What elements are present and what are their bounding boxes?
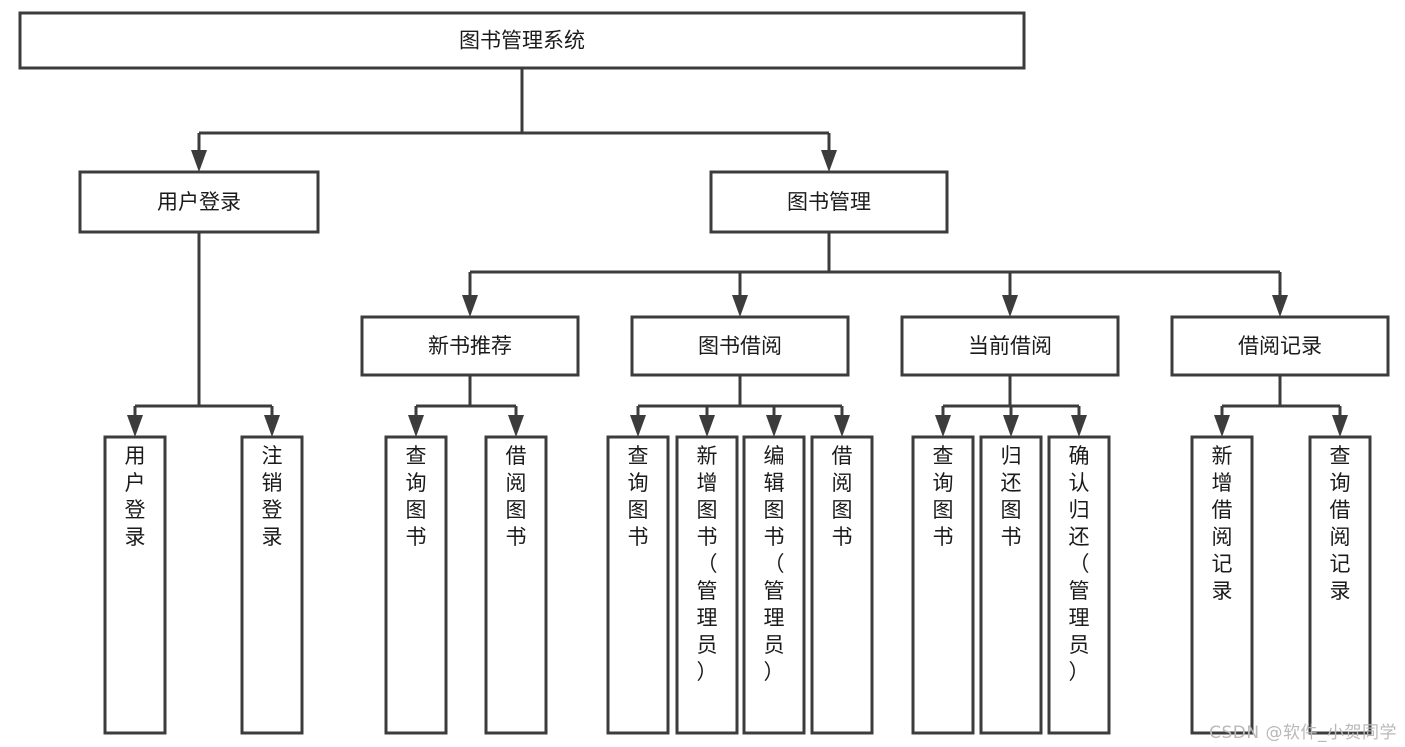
edge-arrowhead <box>821 150 837 172</box>
node-box-leaf-query-book-rec[interactable] <box>384 435 448 735</box>
node-label-leaf-add-book-admin: 新增图书（管理员） <box>697 444 718 684</box>
node-leaf-user-login[interactable]: 用户登录 <box>103 435 167 735</box>
node-leaf-confirm-return-admin[interactable]: 确认归还（管理员） <box>1047 435 1111 735</box>
node-user-login[interactable]: 用户登录 <box>78 170 320 234</box>
node-box-leaf-user-login[interactable] <box>103 435 167 735</box>
node-box-leaf-borrow-book-rec[interactable] <box>484 435 548 735</box>
node-label-leaf-query-borrow-record: 查询借阅记录 <box>1330 444 1351 603</box>
node-box-leaf-add-borrow-record[interactable] <box>1190 435 1254 735</box>
node-leaf-borrow-book[interactable]: 借阅图书 <box>810 435 874 735</box>
node-box-leaf-query-book-borrow[interactable] <box>606 435 670 735</box>
node-leaf-query-book-rec[interactable]: 查询图书 <box>384 435 448 735</box>
node-box-root[interactable] <box>18 11 1026 70</box>
node-label-leaf-user-login: 用户登录 <box>125 444 146 549</box>
node-label-leaf-borrow-book: 借阅图书 <box>832 444 853 549</box>
node-box-leaf-query-book-current[interactable] <box>911 435 975 735</box>
node-box-book-borrow[interactable] <box>630 315 850 377</box>
edge-arrowhead <box>408 415 424 437</box>
node-label-leaf-edit-book-admin: 编辑图书（管理员） <box>764 444 785 684</box>
edge-arrowhead <box>1071 415 1087 437</box>
node-leaf-return-book[interactable]: 归还图书 <box>979 435 1043 735</box>
edge-arrowhead <box>127 415 143 437</box>
edge-arrowhead <box>191 150 207 172</box>
node-box-new-book-recommend[interactable] <box>360 315 580 377</box>
node-leaf-add-borrow-record[interactable]: 新增借阅记录 <box>1190 435 1254 735</box>
node-box-borrow-record[interactable] <box>1170 315 1390 377</box>
edge-arrowhead <box>834 415 850 437</box>
edge-arrowhead <box>1214 415 1230 437</box>
node-label-leaf-query-book-current: 查询图书 <box>933 444 954 549</box>
node-label-new-book-recommend: 新书推荐 <box>428 334 512 358</box>
node-box-book-manage[interactable] <box>709 170 949 234</box>
node-label-leaf-logout: 注销登录 <box>262 444 283 549</box>
node-leaf-add-book-admin[interactable]: 新增图书（管理员） <box>675 435 739 735</box>
node-leaf-logout[interactable]: 注销登录 <box>240 435 304 735</box>
node-label-leaf-confirm-return-admin: 确认归还（管理员） <box>1069 444 1090 684</box>
node-label-leaf-return-book: 归还图书 <box>1001 444 1022 549</box>
edge-group-book-borrow <box>630 375 850 437</box>
node-label-user-login: 用户登录 <box>157 190 241 214</box>
node-label-book-borrow: 图书借阅 <box>698 334 782 358</box>
edge-arrowhead <box>508 415 524 437</box>
edge-group-user-login <box>127 232 280 437</box>
edge-arrowhead <box>766 415 782 437</box>
edge-group-root <box>191 68 837 172</box>
node-leaf-query-borrow-record[interactable]: 查询借阅记录 <box>1308 435 1372 735</box>
node-box-leaf-logout[interactable] <box>240 435 304 735</box>
node-box-leaf-query-borrow-record[interactable] <box>1308 435 1372 735</box>
node-label-borrow-record: 借阅记录 <box>1238 334 1322 358</box>
edge-arrowhead <box>264 415 280 437</box>
edge-arrowhead <box>462 295 478 317</box>
node-box-leaf-edit-book-admin[interactable] <box>742 435 806 735</box>
node-box-leaf-return-book[interactable] <box>979 435 1043 735</box>
node-borrow-record[interactable]: 借阅记录 <box>1170 315 1390 377</box>
node-box-current-borrow[interactable] <box>900 315 1120 377</box>
edge-arrowhead <box>699 415 715 437</box>
node-label-book-manage: 图书管理 <box>787 190 871 214</box>
edge-arrowhead <box>1003 415 1019 437</box>
node-label-current-borrow: 当前借阅 <box>968 334 1052 358</box>
node-root[interactable]: 图书管理系统 <box>18 11 1026 70</box>
node-leaf-query-book-current[interactable]: 查询图书 <box>911 435 975 735</box>
node-leaf-query-book-borrow[interactable]: 查询图书 <box>606 435 670 735</box>
edge-arrowhead <box>1002 295 1018 317</box>
node-book-manage[interactable]: 图书管理 <box>709 170 949 234</box>
edge-arrowhead <box>935 415 951 437</box>
node-current-borrow[interactable]: 当前借阅 <box>900 315 1120 377</box>
edge-arrowhead <box>1332 415 1348 437</box>
node-box-leaf-borrow-book[interactable] <box>810 435 874 735</box>
edge-arrowhead <box>630 415 646 437</box>
node-new-book-recommend[interactable]: 新书推荐 <box>360 315 580 377</box>
csdn-watermark: CSDN @软件_小贺同学 <box>1209 723 1397 743</box>
node-label-leaf-borrow-book-rec: 借阅图书 <box>506 444 527 549</box>
node-box-leaf-confirm-return-admin[interactable] <box>1047 435 1111 735</box>
node-book-borrow[interactable]: 图书借阅 <box>630 315 850 377</box>
edge-arrowhead <box>1272 295 1288 317</box>
node-label-root: 图书管理系统 <box>459 29 585 53</box>
node-leaf-borrow-book-rec[interactable]: 借阅图书 <box>484 435 548 735</box>
edge-group-borrow-record <box>1214 375 1348 437</box>
node-leaf-edit-book-admin[interactable]: 编辑图书（管理员） <box>742 435 806 735</box>
edge-group-new-book-recommend <box>408 375 524 437</box>
node-label-leaf-query-book-borrow: 查询图书 <box>628 444 649 549</box>
node-label-leaf-query-book-rec: 查询图书 <box>406 444 427 549</box>
node-box-user-login[interactable] <box>78 170 320 234</box>
node-label-leaf-add-borrow-record: 新增借阅记录 <box>1212 444 1233 603</box>
edges-layer <box>127 68 1348 437</box>
edge-group-book-manage <box>462 232 1288 317</box>
edge-arrowhead <box>732 295 748 317</box>
node-box-leaf-add-book-admin[interactable] <box>675 435 739 735</box>
edge-group-current-borrow <box>935 375 1087 437</box>
nodes-layer: 图书管理系统用户登录图书管理新书推荐图书借阅当前借阅借阅记录用户登录注销登录查询… <box>18 11 1390 735</box>
